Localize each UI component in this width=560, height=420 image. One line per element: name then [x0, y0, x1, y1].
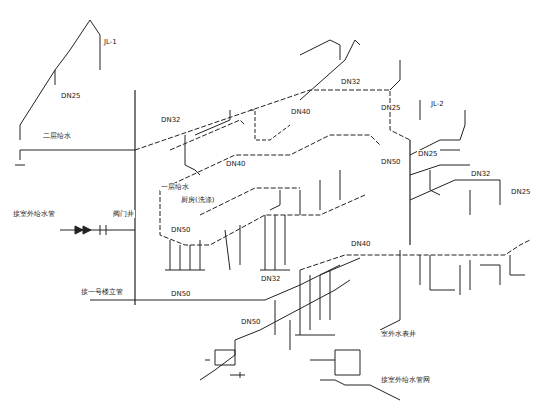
pipe-label: 接室外给水管网: [380, 376, 431, 384]
pipe-label: 二层给水: [42, 132, 72, 140]
pipe-label: 室外水表井: [380, 330, 417, 338]
pipe-label: DN40: [225, 160, 247, 168]
pipe-label: JL-2: [430, 100, 445, 108]
pipe-label: DN40: [290, 108, 312, 116]
pipe-label: DN50: [170, 226, 192, 234]
pipe-label: JL-1: [103, 38, 118, 46]
pipe-label: 阀门井: [112, 210, 135, 218]
pipe-label: DN32: [470, 170, 492, 178]
pipe-label: DN32: [260, 275, 282, 283]
pipe-label: DN25: [380, 104, 402, 112]
pipe-label: DN50: [380, 158, 402, 166]
pipe-label: DN50: [170, 290, 192, 298]
pipe-label: DN40: [350, 240, 372, 248]
pipe-label: DN25: [510, 188, 532, 196]
pipe-label: DN32: [160, 116, 182, 124]
pipe-label: DN25: [417, 150, 439, 158]
pipe-label: DN25: [60, 92, 82, 100]
pipe-label: 接一号楼立管: [80, 288, 124, 296]
pipe-label: 接室外给水管: [12, 210, 56, 218]
pipe-label: 厨房(洗涤): [180, 196, 215, 204]
pipe-label: 一层给水: [160, 183, 190, 191]
pipe-label: DN32: [340, 78, 362, 86]
pipe-label: DN50: [240, 318, 262, 326]
